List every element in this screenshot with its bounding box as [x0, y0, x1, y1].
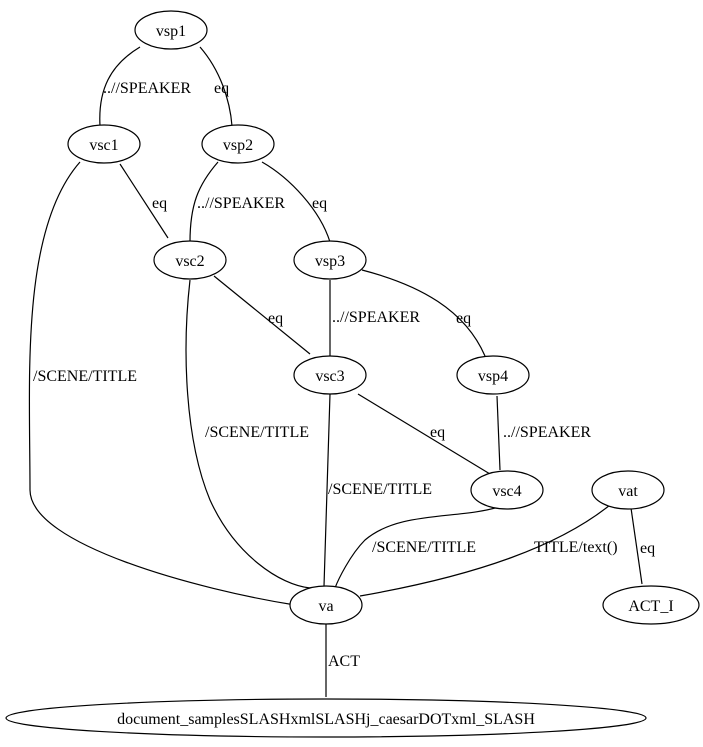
edge-vsp2-vsc2: [189, 161, 219, 243]
edge-label-vsp2-vsp3: eq: [312, 195, 327, 212]
node-act-i[interactable]: ACT_I: [602, 585, 700, 625]
node-vsp1[interactable]: vsp1: [134, 10, 208, 50]
node-label-vsc2: vsc2: [175, 253, 204, 270]
edge-vsc2-vsc3: [213, 275, 311, 355]
node-label-vat: vat: [618, 483, 638, 500]
edge-label-vsp3-vsc3: ..//SPEAKER: [332, 309, 420, 326]
edge-vsc4-va: [334, 505, 503, 589]
edge-vsc2-va: [185, 279, 311, 589]
edge-label-vsp1-vsc1: ..//SPEAKER: [103, 80, 191, 97]
edge-vsc3-vsc4: [357, 393, 491, 475]
node-vsc4[interactable]: vsc4: [470, 470, 544, 510]
node-label-vsp1: vsp1: [156, 23, 186, 40]
node-label-doc: document_samplesSLASHxmlSLASHj_caesarDOT…: [117, 711, 535, 728]
node-label-vsp4: vsp4: [478, 368, 508, 385]
edge-vsp2-vsp3: [261, 161, 331, 243]
edge-vsc3-va: [323, 393, 331, 587]
edge-vsp3-vsp4: [361, 269, 486, 357]
node-label-va: va: [318, 598, 333, 615]
edge-vsp4-vsc4: [496, 395, 501, 471]
edge-label-vat-act-i: eq: [640, 540, 655, 557]
node-label-vsp3: vsp3: [315, 253, 345, 270]
edge-vsp1-vsc1: [99, 46, 141, 127]
node-vsp4[interactable]: vsp4: [456, 355, 530, 395]
edge-label-vsc4-va: /SCENE/TITLE: [372, 539, 476, 556]
edge-vsc1-va: [28, 161, 296, 606]
node-label-act-i: ACT_I: [628, 598, 673, 615]
node-label-vsc1: vsc1: [89, 137, 118, 154]
node-vsp3[interactable]: vsp3: [293, 240, 367, 280]
node-doc[interactable]: document_samplesSLASHxmlSLASHj_caesarDOT…: [5, 698, 647, 738]
edge-label-vsp3-vsp4: eq: [456, 310, 471, 327]
node-vat[interactable]: vat: [591, 470, 665, 510]
edge-vsp1-vsp2: [199, 46, 233, 127]
edge-label-vsc3-vsc4: eq: [430, 424, 445, 441]
edge-label-vsp2-vsc2: ..//SPEAKER: [197, 195, 285, 212]
edge-vsc1-vsc2: [119, 163, 169, 239]
edges: [28, 46, 643, 697]
node-vsp2[interactable]: vsp2: [201, 124, 275, 164]
edge-label-va-doc: ACT: [328, 653, 360, 670]
node-label-vsc3: vsc3: [315, 368, 344, 385]
edge-label-vsc1-va: /SCENE/TITLE: [33, 368, 137, 385]
node-label-vsc4: vsc4: [492, 483, 521, 500]
edge-label-vsp4-vsc4: ..//SPEAKER: [503, 424, 591, 441]
edge-label-vsc2-va: /SCENE/TITLE: [205, 424, 309, 441]
edge-label-vsc1-vsc2: eq: [152, 195, 167, 212]
edge-label-vat-va: TITLE/text(): [534, 539, 618, 556]
edge-label-vsc2-vsc3: eq: [268, 310, 283, 327]
edge-labels: ..//SPEAKER eq eq ..//SPEAKER eq eq ..//…: [33, 80, 655, 670]
edge-label-vsc3-va: /SCENE/TITLE: [328, 481, 432, 498]
node-vsc2[interactable]: vsc2: [153, 240, 227, 280]
node-vsc1[interactable]: vsc1: [67, 124, 141, 164]
edge-vat-va: [359, 504, 611, 597]
node-label-vsp2: vsp2: [223, 137, 253, 154]
node-vsc3[interactable]: vsc3: [293, 355, 367, 395]
edge-label-vsp1-vsp2: eq: [214, 80, 229, 97]
node-va[interactable]: va: [289, 585, 363, 625]
nodes: vsp1 vsc1 vsp2 vsc2 vsp3 vsc3 vsp4 vsc4: [5, 10, 700, 738]
edge-vat-act-i: [630, 507, 643, 585]
